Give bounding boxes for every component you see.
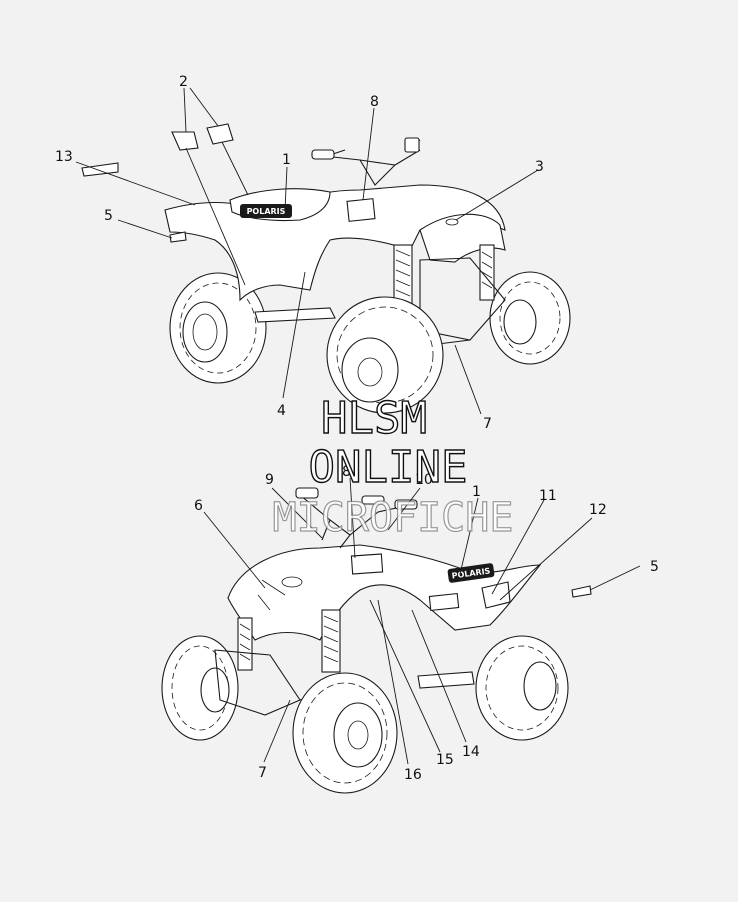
callout-4: 4 xyxy=(277,403,286,419)
bottom-leader-lines xyxy=(203,477,641,765)
decal-part-5-bottom xyxy=(571,585,592,598)
callout-7-top: 7 xyxy=(483,416,492,432)
decal-part-5-top xyxy=(169,231,187,243)
callout-labels: 2 8 13 1 3 5 4 7 9 8 10 1 11 6 12 5 7 16… xyxy=(55,74,659,783)
watermark-line-3: MICROFICHE xyxy=(273,495,514,541)
atv-bottom-view: POLARIS xyxy=(161,487,592,794)
watermark-line-1: HLSM xyxy=(321,393,427,444)
top-leader-lines xyxy=(75,87,539,415)
polaris-logo-text: POLARIS xyxy=(247,207,286,216)
rear-fender-decal xyxy=(481,581,511,609)
callout-5-top: 5 xyxy=(104,208,113,224)
decal-part-13 xyxy=(81,162,119,177)
callout-15: 15 xyxy=(436,752,454,768)
callout-2: 2 xyxy=(179,74,188,90)
callout-8-bottom: 8 xyxy=(342,464,351,480)
front-left-wheel-top xyxy=(326,296,444,414)
callout-1-top: 1 xyxy=(282,152,291,168)
callout-16: 16 xyxy=(404,767,422,783)
front-wheel-bottom xyxy=(292,672,398,794)
footrest-bottom xyxy=(417,671,475,689)
rear-right-wheel-top xyxy=(489,271,571,365)
callout-3: 3 xyxy=(535,159,544,175)
callout-12: 12 xyxy=(589,502,607,518)
callout-7-bottom: 7 xyxy=(258,765,267,781)
handlebar-bottom xyxy=(299,494,411,549)
front-fender xyxy=(419,213,506,263)
callout-14: 14 xyxy=(462,744,480,760)
callout-5-bottom: 5 xyxy=(650,559,659,575)
callout-13: 13 xyxy=(55,149,73,165)
watermark-line-2: ONLINE xyxy=(309,442,468,493)
callout-8-top: 8 xyxy=(370,94,379,110)
polaris-logo-decal: POLARIS xyxy=(240,204,292,218)
atv-top-view: POLARIS xyxy=(81,123,571,414)
front-suspension xyxy=(379,244,506,346)
callout-9: 9 xyxy=(265,472,274,488)
tank-decal xyxy=(346,198,376,222)
tank-decal-bottom xyxy=(350,553,384,575)
side-decal xyxy=(428,592,460,612)
watermark: HLSM ONLINE MICROFICHE xyxy=(272,392,514,541)
callout-10: 10 xyxy=(415,472,433,488)
callout-6: 6 xyxy=(194,498,203,514)
rear-wheel-bottom xyxy=(475,635,569,741)
decal-part-2b xyxy=(206,123,234,145)
decal-part-2a xyxy=(171,131,199,151)
front-body-bottom xyxy=(227,544,542,641)
footrest-top xyxy=(254,307,336,323)
handlebar xyxy=(314,139,421,186)
rear-left-wheel xyxy=(169,272,267,384)
callout-11: 11 xyxy=(539,488,557,504)
callout-1-bottom: 1 xyxy=(472,484,481,500)
